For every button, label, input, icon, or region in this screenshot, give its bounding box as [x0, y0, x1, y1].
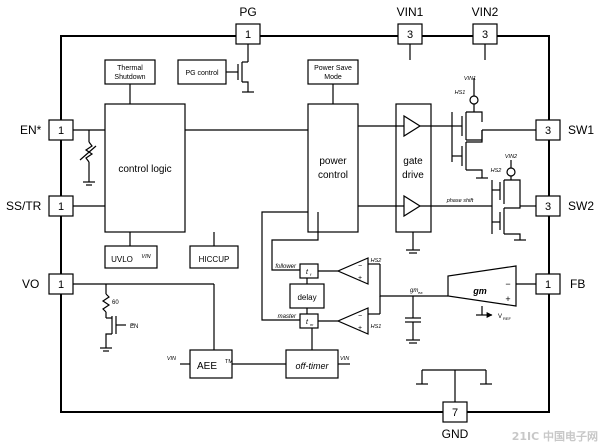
tf-label: t: [306, 269, 309, 276]
thermal-label-1: Thermal: [117, 65, 143, 72]
hs1-top-label: HS1: [455, 90, 466, 96]
uvlo-block: [104, 245, 158, 269]
tm-block: [299, 313, 319, 329]
pin-sw1-num: 3: [545, 125, 551, 137]
chip-outline: [60, 35, 550, 413]
gm-amp-label: gm: [472, 286, 487, 296]
phase-shift-label: phase shift: [446, 198, 474, 204]
hs2-top-label: HS2: [491, 168, 502, 174]
comp2-minus: −: [358, 313, 362, 320]
vref-label: V: [498, 314, 502, 320]
uvlo-vin-label: VIN: [141, 254, 150, 260]
off-timer-vin-label: VIN: [340, 356, 349, 362]
hiccup-label: HICCUP: [199, 255, 230, 264]
tf-block: [299, 263, 319, 279]
pin-gnd-num: 7: [452, 407, 458, 419]
uvlo-label: UVLO: [111, 255, 133, 264]
pin-vo-label: VO: [22, 277, 39, 291]
master-label: master: [278, 314, 297, 320]
power-control-label-1: power: [319, 156, 347, 167]
vref-sub-label: REF: [503, 316, 512, 321]
gm-ea-label: gm: [410, 288, 418, 294]
pin-sw2-label: SW2: [568, 199, 594, 213]
power-save-label-1: Power Save: [314, 65, 352, 72]
vin1-small-label: VIN1: [464, 76, 476, 82]
aee-label: AEE: [197, 361, 217, 372]
power-save-label-2: Mode: [324, 74, 342, 81]
tm-label: t: [306, 319, 309, 326]
en-bar-label: EN: [130, 324, 138, 330]
gm-ea-sub-label: ea: [418, 290, 423, 295]
gm-minus: −: [505, 279, 510, 289]
pin-vin1-label: VIN1: [397, 5, 424, 19]
comparator-follower-icon: [336, 257, 369, 285]
vo-resistor-icon: [101, 293, 111, 313]
vin2-small-label: VIN2: [505, 154, 517, 160]
off-timer-label: off-timer: [295, 361, 329, 371]
control-logic-label: control logic: [118, 164, 171, 175]
delay-label: delay: [297, 293, 316, 302]
pin-vin1-num: 3: [407, 29, 413, 41]
pin-en-label: EN*: [20, 123, 42, 137]
pin-vin2-label: VIN2: [472, 5, 499, 19]
aee-vin-label: VIN: [167, 356, 176, 362]
power-control-block: [307, 103, 359, 233]
comp1-minus: −: [358, 263, 362, 270]
gate-drive-label-1: gate: [403, 156, 423, 167]
gate-drive-block: [395, 103, 432, 233]
aee-tm-label: TM: [225, 359, 233, 365]
pin-fb-num: 1: [545, 279, 551, 291]
thermal-label-2: Shutdown: [114, 74, 145, 81]
pin-vo-num: 1: [58, 279, 64, 291]
pin-sstr-label: SS/TR: [6, 199, 42, 213]
pin-vin2-num: 3: [482, 29, 488, 41]
tf-sub-label: f: [310, 272, 312, 277]
control-logic-block: [104, 103, 186, 233]
pin-gnd-label: GND: [442, 427, 469, 441]
wire-pc-follower: [271, 212, 319, 271]
gate-drive-label-2: drive: [402, 170, 424, 181]
gm-plus: +: [505, 294, 510, 304]
hs1-comp-label: HS1: [371, 324, 382, 330]
tm-sub-label: m: [310, 322, 314, 327]
follower-label: follower: [275, 264, 297, 270]
comp2-plus: +: [358, 325, 362, 332]
pin-pg-num: 1: [245, 29, 251, 41]
power-control-label-2: control: [318, 170, 348, 181]
pin-pg-label: PG: [239, 5, 256, 19]
watermark: 21IC 中国电子网: [512, 429, 598, 443]
pin-sw1-label: SW1: [568, 123, 594, 137]
buffer-top-icon: [403, 114, 422, 138]
hs2-comp-label: HS2: [371, 258, 382, 264]
pg-control-label: PG control: [185, 70, 219, 77]
pin-sstr-num: 1: [58, 201, 64, 213]
buffer-bottom-icon: [403, 194, 422, 218]
resistor-60-label: 60: [112, 300, 119, 306]
pin-en-num: 1: [58, 125, 64, 137]
comp1-plus: +: [358, 275, 362, 282]
pin-sw2-num: 3: [545, 201, 551, 213]
comparator-master-icon: [336, 307, 369, 335]
wire-pc-master: [261, 211, 308, 321]
pin-fb-label: FB: [570, 277, 585, 291]
